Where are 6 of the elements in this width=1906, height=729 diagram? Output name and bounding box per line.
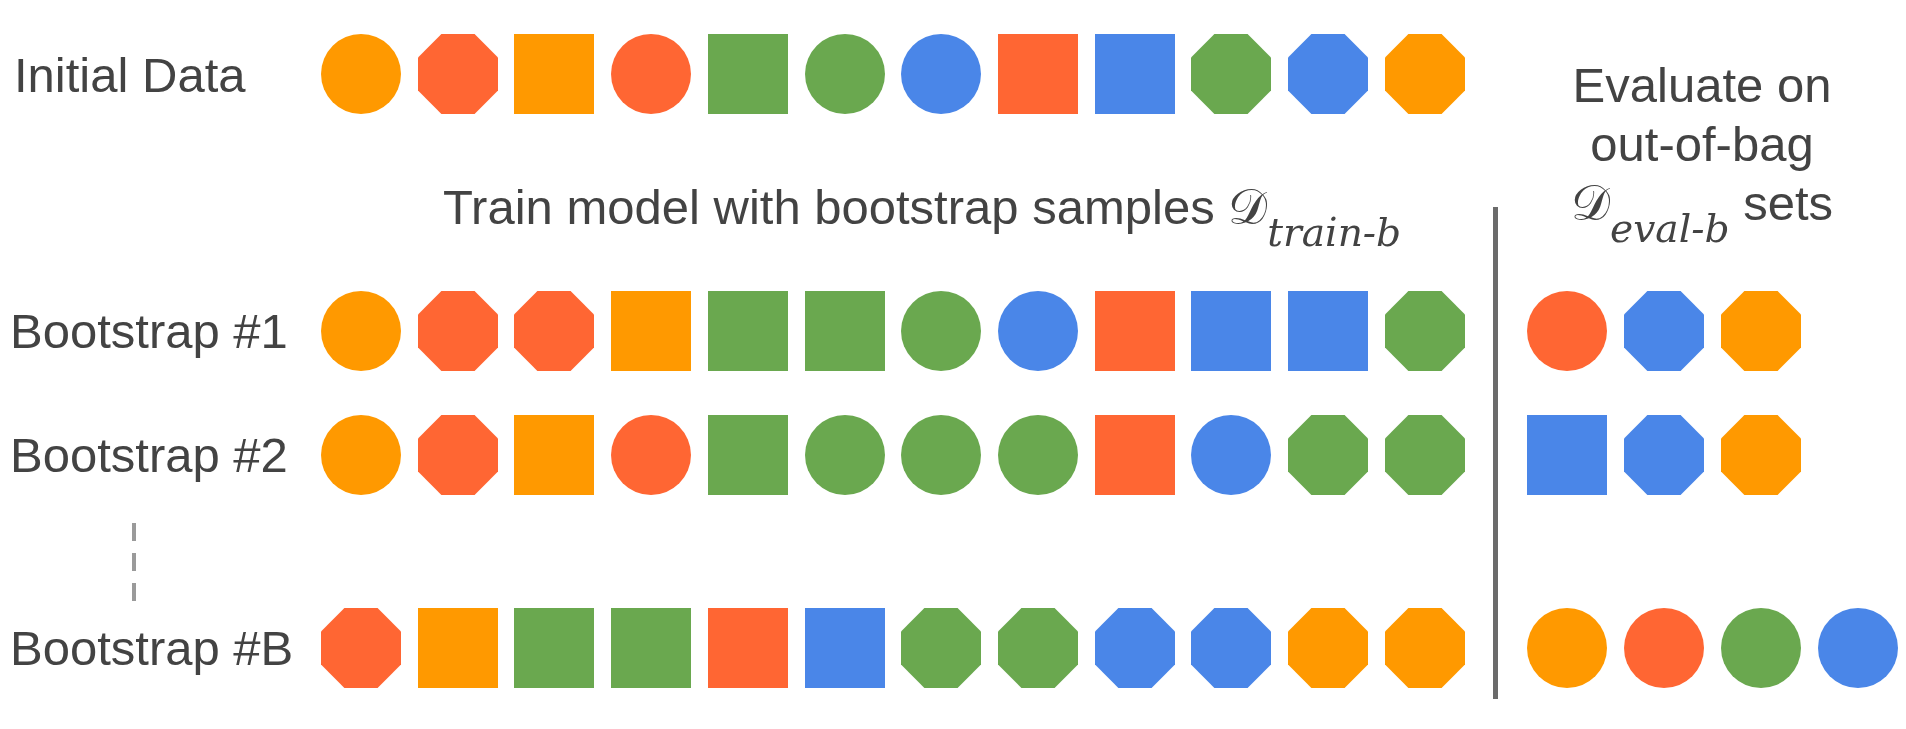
section-heading: Evaluate on out-of-bag 𝒟$_{eval-b}$ sets xyxy=(1569,57,1834,253)
row-label: Bootstrap #1 xyxy=(10,302,288,360)
row-label: Initial Data xyxy=(14,46,246,104)
row-label: Bootstrap #B xyxy=(10,619,294,677)
row-label: Bootstrap #2 xyxy=(10,426,288,484)
section-heading: Train model with bootstrap samples 𝒟$_{train-b}$ xyxy=(443,179,1402,257)
